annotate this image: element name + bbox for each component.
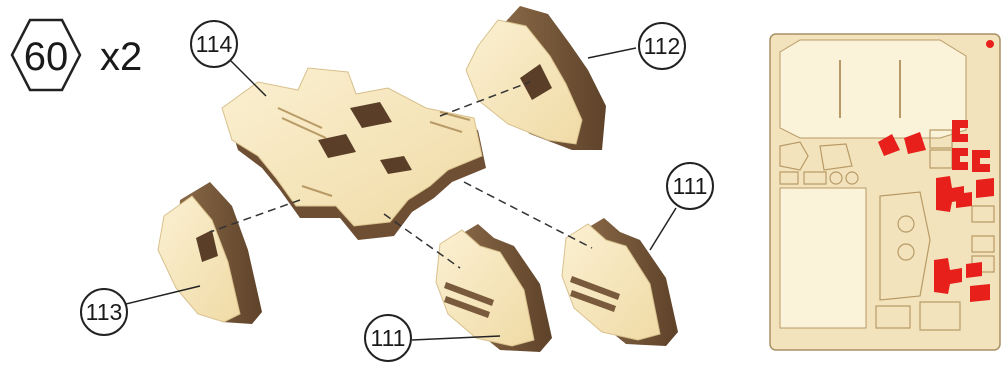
- part-113-side-piece: [158, 182, 262, 324]
- callout-112: 112: [588, 23, 685, 69]
- part-112-side-piece: [466, 6, 606, 150]
- part-111-center-piece: [436, 224, 552, 352]
- part-111-right-piece: [562, 218, 678, 346]
- step-multiplier: x2: [100, 35, 142, 79]
- step-badge: 60 x2: [12, 20, 142, 90]
- callout-111-right-label: 111: [673, 173, 708, 199]
- sheet-marker-icon: [986, 40, 994, 48]
- step-number: 60: [24, 35, 69, 79]
- callout-113-label: 113: [86, 299, 123, 325]
- parts-sheet-thumbnail: [770, 34, 1000, 350]
- callout-114-label: 114: [196, 31, 233, 57]
- callout-112-label: 112: [644, 33, 681, 59]
- callout-111-bottom-label: 111: [371, 325, 406, 351]
- callout-111-right: 111: [650, 163, 713, 250]
- callout-114: 114: [191, 21, 266, 96]
